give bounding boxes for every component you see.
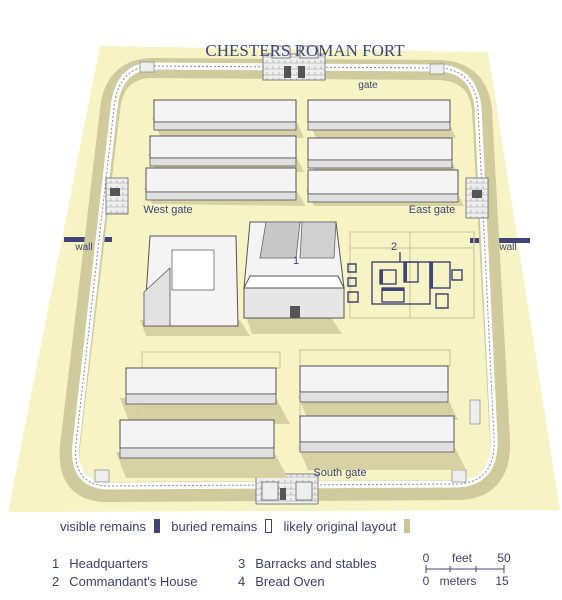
- commandants-house-visible: [380, 262, 433, 291]
- scale-meters-max: 15: [495, 574, 509, 588]
- wall-label-west: wall: [74, 242, 92, 253]
- map-title: CHESTERS ROMAN FORT: [205, 41, 405, 60]
- legend-buried-remains: buried remains: [171, 519, 258, 534]
- headquarters-number: 1: [293, 255, 299, 267]
- east-gate-label: East gate: [409, 204, 455, 216]
- east-gate: [465, 177, 489, 219]
- hadrians-wall-east: [470, 238, 530, 243]
- tower: [469, 399, 481, 425]
- barracks-north-5: [145, 167, 297, 201]
- tower: [451, 469, 467, 483]
- barracks-south-3: [119, 419, 275, 459]
- likely-layout-swatch: [403, 519, 410, 533]
- barracks-north-1: [153, 99, 297, 131]
- legend-likely-layout: likely original layout: [283, 519, 397, 534]
- barracks-north-4: [307, 137, 453, 169]
- barracks-south-4: [299, 415, 455, 453]
- barracks-north-3: [149, 135, 297, 167]
- courtyard-building: [143, 235, 239, 327]
- scale-bar: [425, 565, 505, 573]
- tower: [429, 63, 445, 75]
- visible-remains-swatch: [153, 519, 160, 533]
- scale-meters-zero: 0: [423, 574, 430, 588]
- barracks-north-6: [307, 169, 459, 203]
- barracks-north-2: [307, 99, 451, 131]
- map-legend: visible remains buried remains likely or…: [60, 519, 418, 534]
- legend-visible-remains: visible remains: [60, 519, 146, 534]
- scale-feet-zero: 0: [423, 551, 430, 565]
- west-gate-label: West gate: [143, 204, 192, 216]
- headquarters-building: [243, 221, 345, 319]
- scale-feet-max: 50: [497, 551, 511, 565]
- south-gate-label: South gate: [313, 467, 366, 479]
- west-gate: [105, 177, 129, 215]
- tower: [139, 61, 155, 73]
- barracks-south-1: [125, 367, 277, 405]
- tower: [94, 469, 110, 483]
- wall-label-east: wall: [498, 242, 516, 253]
- south-gate: [255, 473, 319, 505]
- barracks-south-2: [299, 365, 449, 403]
- scale-meters-label: meters: [440, 574, 477, 588]
- north-gate: [262, 45, 326, 81]
- commandants-house-number: 2: [391, 241, 397, 253]
- scale-feet-label: feet: [452, 551, 473, 565]
- fort-wall-outline: [75, 65, 495, 487]
- buried-remains-swatch: [264, 519, 272, 533]
- north-gate-label: gate: [358, 80, 378, 91]
